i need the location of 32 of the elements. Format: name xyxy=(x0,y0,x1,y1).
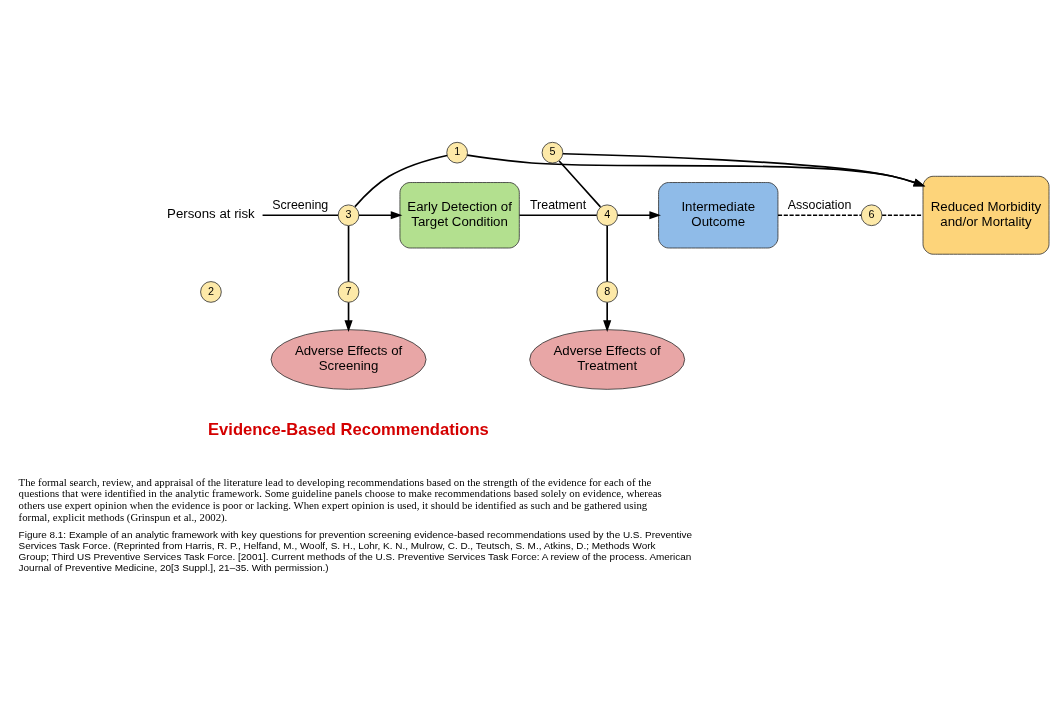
node-circle: 8 xyxy=(596,281,618,303)
node-box: Reduced Morbidity and/or Mortality xyxy=(922,175,1050,255)
node-ellipse: Adverse Effects of Treatment xyxy=(529,329,686,390)
arrow xyxy=(358,211,403,220)
arrow xyxy=(616,211,661,220)
connector xyxy=(347,225,350,283)
node-text: Persons at risk xyxy=(167,206,255,222)
node-circle: 2 xyxy=(200,281,222,303)
connector xyxy=(777,214,862,217)
connector xyxy=(354,154,448,208)
node-box: Intermediate Outcome xyxy=(658,182,779,249)
node-circle: 5 xyxy=(541,141,564,164)
node-circle: 4 xyxy=(596,204,618,227)
edge-label: Association xyxy=(787,197,852,212)
caption: Figure 8.1: Example of an analytic framework with key questions for prevention screening evidence-based recommendations used by the U.S. Preventive Services Task Force. (Reprinted from Harris, R. P., Helfand, M., Woolf, S. H., Lohr, K. N., Mulrow, C. D., Teutsch, S. M., Atkins, D.; Methods Work Group; Third US Preventive Services Task Force. [2001]. Current methods of the U.S. Preventive Services Task Force: A review of the process. American Journal of Preventive Medicine, 20[3 Suppl.], 21–35. With permission.) xyxy=(18,529,692,573)
node-circle: 7 xyxy=(337,281,360,303)
node-box: Early Detection of Target Condition xyxy=(399,182,520,249)
node-ellipse: Adverse Effects of Screening xyxy=(270,329,427,390)
edge-label: Treatment xyxy=(529,197,587,212)
connector xyxy=(558,160,602,208)
edge-label: Screening xyxy=(272,197,329,212)
connector xyxy=(261,214,339,217)
connector xyxy=(881,214,924,217)
node-circle: 6 xyxy=(860,204,883,227)
arrow xyxy=(344,301,353,332)
node-circle: 1 xyxy=(446,141,468,164)
label: Evidence-Based Recommendations xyxy=(208,419,489,439)
connector xyxy=(606,225,608,283)
label: The formal search, review, and appraisal of the literature lead to developing recommendations based on the strength of the evidence for each of the questions that were identified in the analytic framework. Some guideline panels choose to make recommendations based solely on evidence, whereas others use expert opinion when the evidence is poor or lacking. When expert opinion is used, it should be identified as such and be gathered using formal, explicit methods (Grinspun et al., 2002). xyxy=(18,475,662,523)
connector xyxy=(518,214,598,217)
arrow xyxy=(603,301,612,332)
node-circle: 3 xyxy=(337,204,360,227)
